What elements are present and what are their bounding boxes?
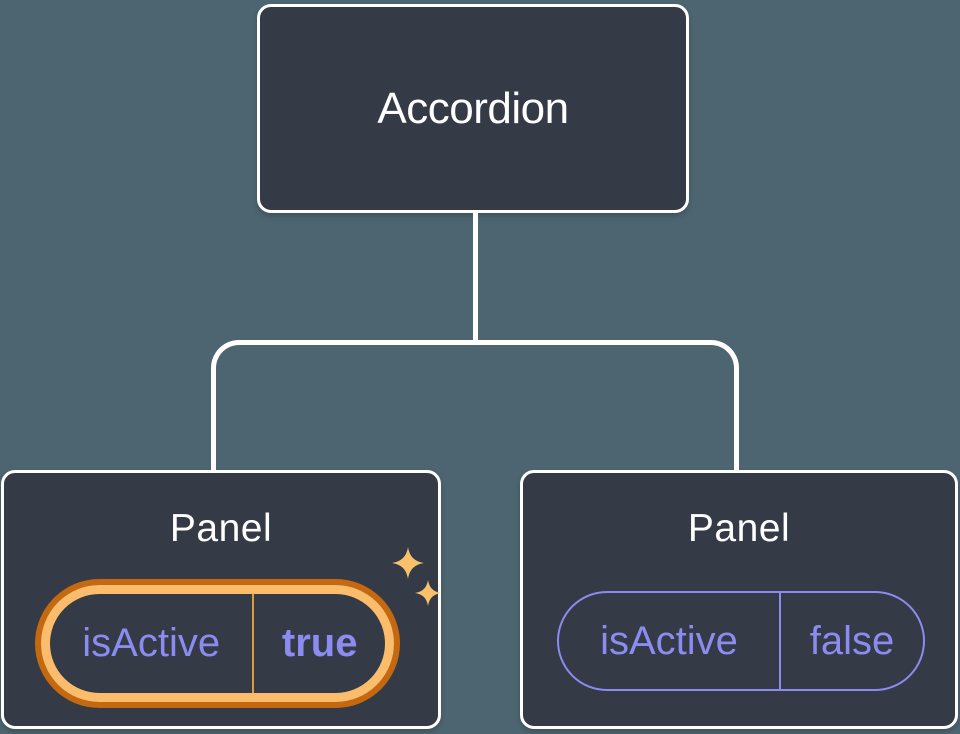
prop-value-cell: true <box>254 594 385 693</box>
connector-stem-line <box>473 212 478 343</box>
panel-title: Panel <box>687 507 791 550</box>
sparkles-icon <box>392 547 441 606</box>
prop-value-cell: false <box>781 593 923 689</box>
connector-branch-line <box>211 340 739 472</box>
prop-name-cell: isActive <box>50 594 252 693</box>
prop-pill-divider <box>779 593 782 689</box>
prop-name-cell: isActive <box>559 593 779 689</box>
panel-title: Panel <box>169 507 273 550</box>
prop-name-label: isActive <box>82 621 221 665</box>
accordion-node: Accordion <box>257 4 689 213</box>
prop-pill-divider <box>252 594 255 693</box>
panel-node-active: Panel isActive true <box>1 470 441 729</box>
prop-value-label: true <box>281 621 358 665</box>
prop-value-label: false <box>809 618 895 663</box>
prop-pill-inactive: isActive false <box>557 591 925 691</box>
prop-pill-active: isActive true <box>41 585 394 702</box>
panel-node-inactive: Panel isActive false <box>520 470 958 729</box>
prop-name-label: isActive <box>600 618 738 663</box>
accordion-node-label: Accordion <box>377 83 569 133</box>
